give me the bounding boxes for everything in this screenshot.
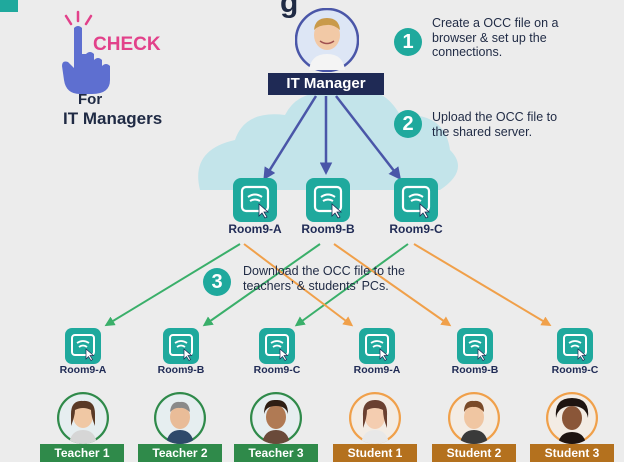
arrow-teacher-3 [294, 243, 409, 327]
step-2-text: Upload the OCC file to the shared server… [432, 110, 557, 139]
room-label: Room9-C [389, 222, 443, 236]
server-room-c: Room9-C [376, 178, 456, 236]
room-label: Room9-B [301, 222, 355, 236]
cloud-shape [198, 90, 458, 190]
check-text: CHECK [93, 34, 161, 55]
step-3-line-1: Download the OCC file to the [243, 264, 405, 278]
arrow-teacher-1 [104, 243, 241, 327]
tag-teacher-3: Teacher 3 [234, 444, 318, 462]
student-1-avatar [349, 392, 401, 444]
pc-student-2: Room9-B [440, 328, 510, 376]
teacher-1-avatar [57, 392, 109, 444]
pc-room-label: Room9-A [353, 364, 401, 376]
room-icon [233, 178, 277, 222]
pc-room-label: Room9-C [253, 364, 301, 376]
step-1-number: 1 [394, 28, 422, 56]
pc-icon [259, 328, 295, 364]
tag-student-1: Student 1 [333, 444, 417, 462]
pc-icon [557, 328, 593, 364]
pc-icon [65, 328, 101, 364]
pc-icon [163, 328, 199, 364]
student-2-avatar [448, 392, 500, 444]
pc-teacher-3: Room9-C [242, 328, 312, 376]
room-icon [394, 178, 438, 222]
step-3-text: Download the OCC file to the teachers’ &… [243, 264, 405, 293]
audience-text: IT Managers [63, 109, 163, 128]
tag-teacher-1: Teacher 1 [40, 444, 124, 462]
it-manager-avatar [295, 8, 359, 72]
tag-student-2: Student 2 [432, 444, 516, 462]
title-fragment: g [280, 0, 299, 19]
step-3-line-2: teachers’ & students’ PCs. [243, 278, 389, 293]
teacher-3-avatar [250, 392, 302, 444]
step-2-number: 2 [394, 110, 422, 138]
hand-icon [62, 10, 110, 94]
pc-icon [457, 328, 493, 364]
pc-icon [359, 328, 395, 364]
teacher-2-avatar [154, 392, 206, 444]
arrow-student-2 [333, 243, 452, 327]
room-label: Room9-A [228, 222, 282, 236]
step-1-line-1: Create a OCC file on a [432, 16, 559, 30]
step-3-number: 3 [203, 268, 231, 296]
step-2-line-2: the shared server. [432, 124, 533, 139]
it-manager-label: IT Manager [268, 73, 384, 95]
step-1-line-2: browser & set up the [432, 30, 547, 45]
for-text: For [78, 91, 103, 108]
server-room-a: Room9-A [215, 178, 295, 236]
arrow-student-3 [413, 243, 552, 327]
student-3-avatar [546, 392, 598, 444]
arrow-teacher-2 [202, 243, 321, 327]
room-icon [306, 178, 350, 222]
pc-student-1: Room9-A [342, 328, 412, 376]
arrow-student-1 [243, 243, 354, 327]
pc-student-3: Room9-C [540, 328, 610, 376]
arrow-manager-a [263, 95, 318, 181]
pc-room-label: Room9-C [551, 364, 599, 376]
pc-room-label: Room9-B [451, 364, 499, 376]
server-room-b: Room9-B [288, 178, 368, 236]
step-2-line-1: Upload the OCC file to [432, 110, 558, 124]
pc-teacher-2: Room9-B [146, 328, 216, 376]
step-1-text: Create a OCC file on a browser & set up … [432, 16, 558, 60]
corner-bar [0, 0, 18, 12]
pc-room-label: Room9-B [157, 364, 205, 376]
tag-student-3: Student 3 [530, 444, 614, 462]
pc-room-label: Room9-A [59, 364, 107, 376]
step-1-line-3: connections. [432, 45, 503, 59]
arrow-manager-c [335, 95, 402, 180]
pc-teacher-1: Room9-A [48, 328, 118, 376]
tag-teacher-2: Teacher 2 [138, 444, 222, 462]
